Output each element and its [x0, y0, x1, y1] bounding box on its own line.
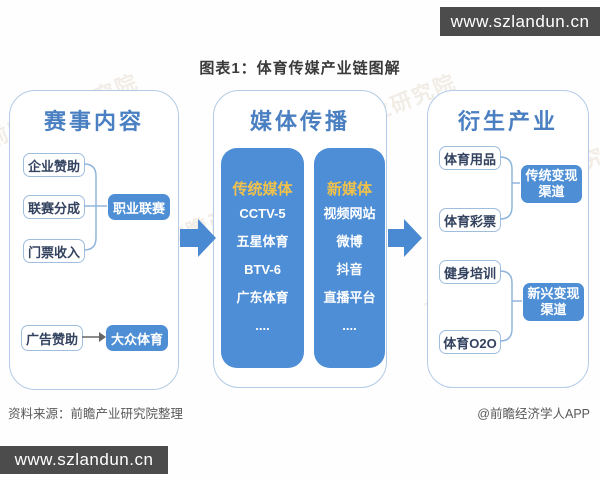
node-sport-goods: 体育用品 [439, 146, 501, 170]
node-pro-league: 职业联赛 [108, 194, 170, 220]
panel-title-media: 媒体传播 [249, 109, 350, 134]
panel-event-content: 赛事内容 企业赞助 联赛分成 门票收入 职业联赛 广告赞助 大众体育 [9, 90, 179, 390]
flow-arrow-icon [180, 219, 216, 257]
flow-arrow-icon [388, 219, 422, 257]
media-box-traditional: 传统媒体 CCTV-5 五星体育 BTV-6 广东体育 .... [221, 148, 304, 368]
node-sport-o2o: 体育O2O [439, 330, 501, 354]
source-note: 资料来源：前瞻产业研究院整理 [8, 407, 184, 421]
site-watermark-bottom: www.szlandun.cn [0, 446, 168, 474]
page-title: 图表1：体育传媒产业链图解 [199, 60, 401, 77]
panel-title-events: 赛事内容 [43, 109, 144, 134]
media-item: 抖音 [336, 262, 363, 277]
media-header-traditional: 传统媒体 [232, 181, 293, 198]
media-item: 微博 [336, 234, 363, 249]
media-item: 视频网站 [323, 206, 376, 221]
node-ticket-income: 门票收入 [23, 239, 85, 263]
node-sport-lottery: 体育彩票 [439, 208, 501, 232]
media-item: BTV-6 [244, 262, 281, 277]
node-enterprise-sponsor: 企业赞助 [23, 153, 85, 177]
media-item: CCTV-5 [239, 206, 286, 221]
media-item: .... [342, 318, 357, 333]
panel-title-derived: 衍生产业 [457, 109, 558, 134]
media-item: 五星体育 [236, 234, 289, 249]
site-watermark-top: www.szlandun.cn [440, 7, 600, 36]
panel-media-spread: 媒体传播 传统媒体 CCTV-5 五星体育 BTV-6 广东体育 .... 新媒… [213, 90, 387, 388]
node-ad-sponsor: 广告赞助 [21, 325, 83, 351]
node-traditional-channel: 传统变现渠道 [521, 165, 582, 203]
media-header-new: 新媒体 [326, 181, 372, 198]
node-new-channel: 新兴变现渠道 [523, 283, 584, 321]
node-fitness-training: 健身培训 [439, 260, 501, 284]
panel-derived-industry: 衍生产业 体育用品 体育彩票 传统变现渠道 健身培训 体育O2O 新兴变现渠道 [427, 90, 589, 388]
node-mass-sport: 大众体育 [106, 325, 168, 351]
media-item: 直播平台 [323, 290, 376, 305]
media-item: 广东体育 [236, 290, 289, 305]
credit-note: @前瞻经济学人APP [477, 407, 590, 421]
node-league-share: 联赛分成 [23, 195, 85, 219]
media-box-new: 新媒体 视频网站 微博 抖音 直播平台 .... [314, 148, 385, 368]
media-item: .... [255, 318, 270, 333]
